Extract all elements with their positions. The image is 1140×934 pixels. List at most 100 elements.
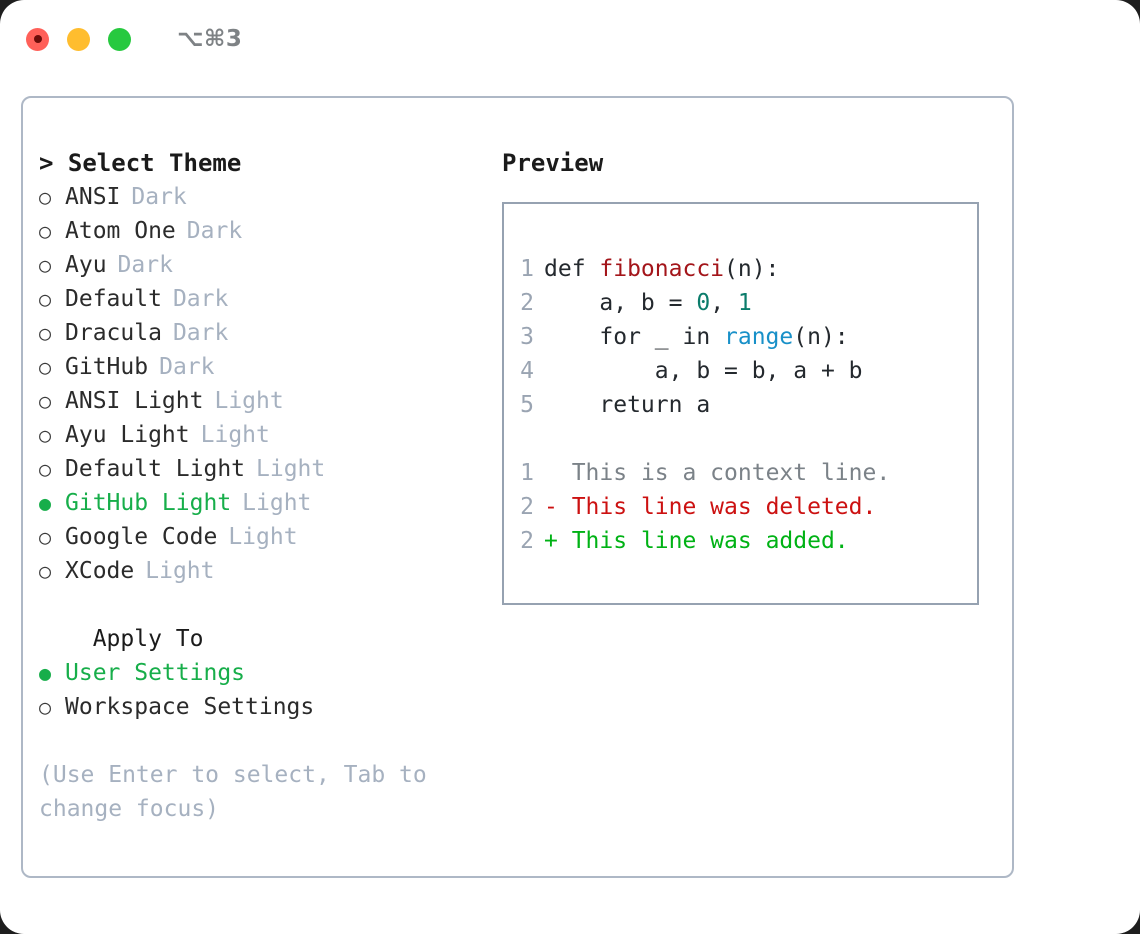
theme-name-label: ANSI [65,184,121,210]
theme-list-item[interactable]: ○ Atom One Dark [39,214,469,248]
diff-line-content: This line was added. [557,528,849,554]
theme-kind-label: Dark [186,218,243,244]
diff-sign: + [544,528,558,554]
code-line-content: a, b = b, a + b [544,354,863,388]
code-token: (n): [724,256,780,282]
keyboard-shortcut-label: ⌥⌘3 [177,26,243,52]
code-line-content: return a [544,388,710,422]
radio-unselected-icon: ○ [39,321,52,345]
theme-name-label: XCode [65,558,135,584]
theme-kind-label: Dark [131,184,187,210]
line-number: 5 [520,392,534,418]
diff-line: 2 + This line was added. [504,524,977,558]
code-line: 2 a, b = 0, 1 [504,286,977,320]
line-number: 1 [520,460,534,486]
preview-heading: Preview [502,149,604,177]
theme-name-label: Atom One [65,218,176,244]
theme-list-item[interactable]: ○ GitHub Dark [39,350,469,384]
diff-sign [544,456,558,490]
keyboard-hint-text: (Use Enter to select, Tab to change focu… [39,762,441,822]
radio-unselected-icon: ○ [39,559,52,583]
close-button[interactable] [26,27,49,51]
theme-kind-label: Dark [159,354,215,380]
code-line: 5 return a [504,388,977,422]
select-theme-heading: > Select Theme [39,149,242,177]
radio-unselected-icon: ○ [39,695,52,719]
apply-to-label: Workspace Settings [65,694,315,720]
theme-name-label: Default [65,286,162,312]
radio-unselected-icon: ○ [39,389,52,413]
code-line-content: a, b = 0, 1 [544,286,752,320]
radio-selected-icon: ● [39,661,52,685]
code-token: (n): [793,324,849,350]
theme-name-label: Ayu Light [65,422,190,448]
theme-name-label: Dracula [65,320,162,346]
radio-unselected-icon: ○ [39,423,52,447]
apply-to-list[interactable]: ● User Settings ○ Workspace Settings [39,656,469,724]
radio-unselected-icon: ○ [39,457,52,481]
diff-line: 2- This line was deleted. [504,490,977,524]
code-line-content: for _ in range(n): [544,320,849,354]
theme-kind-label: Light [256,456,326,482]
theme-kind-label: Light [200,422,270,448]
apply-to-heading: Apply To [65,626,204,652]
code-token: a, b = [544,290,697,316]
code-token: 1 [737,290,752,316]
code-token: fibonacci [599,256,725,282]
title-bar: ⌥⌘3 [0,0,1140,78]
line-number: 1 [520,256,534,282]
code-token: for _ in [544,324,725,350]
theme-list-item[interactable]: ○ ANSI Light Light [39,384,469,418]
line-number: 2 [520,528,534,554]
diff-sign: - [544,494,558,520]
theme-kind-label: Light [242,490,312,516]
radio-unselected-icon: ○ [39,355,52,379]
diff-line-content: This is a context line. [557,460,891,486]
diff-sample: 1 This is a context line.2- This line wa… [504,456,977,558]
theme-kind-label: Light [214,388,284,414]
apply-to-option[interactable]: ○ Workspace Settings [39,690,469,724]
code-line: 4 a, b = b, a + b [504,354,977,388]
apply-to-label: User Settings [65,660,246,686]
diff-line: 1 This is a context line. [504,456,977,490]
theme-name-label: ANSI Light [65,388,204,414]
code-line: 1 def fibonacci(n): [504,252,977,286]
code-line: 3 for _ in range(n): [504,320,977,354]
theme-list-item[interactable]: ○ Default Light Light [39,452,469,486]
code-token: return a [544,392,711,418]
code-token: 0 [696,290,711,316]
theme-list-item[interactable]: ○ Ayu Light Light [39,418,469,452]
code-line-content: def fibonacci(n): [544,252,779,286]
theme-list-item[interactable]: ○ ANSI Dark [39,180,469,214]
line-number: 3 [520,324,534,350]
line-number: 2 [520,494,534,520]
minimize-button[interactable] [67,27,90,51]
theme-kind-label: Dark [117,252,173,278]
apply-to-option[interactable]: ● User Settings [39,656,469,690]
theme-name-label: Default Light [65,456,246,482]
theme-name-label: GitHub Light [65,490,232,516]
theme-name-label: Ayu [65,252,107,278]
radio-unselected-icon: ○ [39,287,52,311]
code-token: , [710,290,738,316]
diff-line-content: This line was deleted. [557,494,877,520]
code-token: def [544,256,600,282]
maximize-button[interactable] [108,27,131,51]
theme-name-label: Google Code [65,524,218,550]
radio-unselected-icon: ○ [39,219,52,243]
radio-unselected-icon: ○ [39,185,52,209]
theme-name-label: GitHub [65,354,149,380]
line-number: 2 [520,290,534,316]
radio-unselected-icon: ○ [39,525,52,549]
